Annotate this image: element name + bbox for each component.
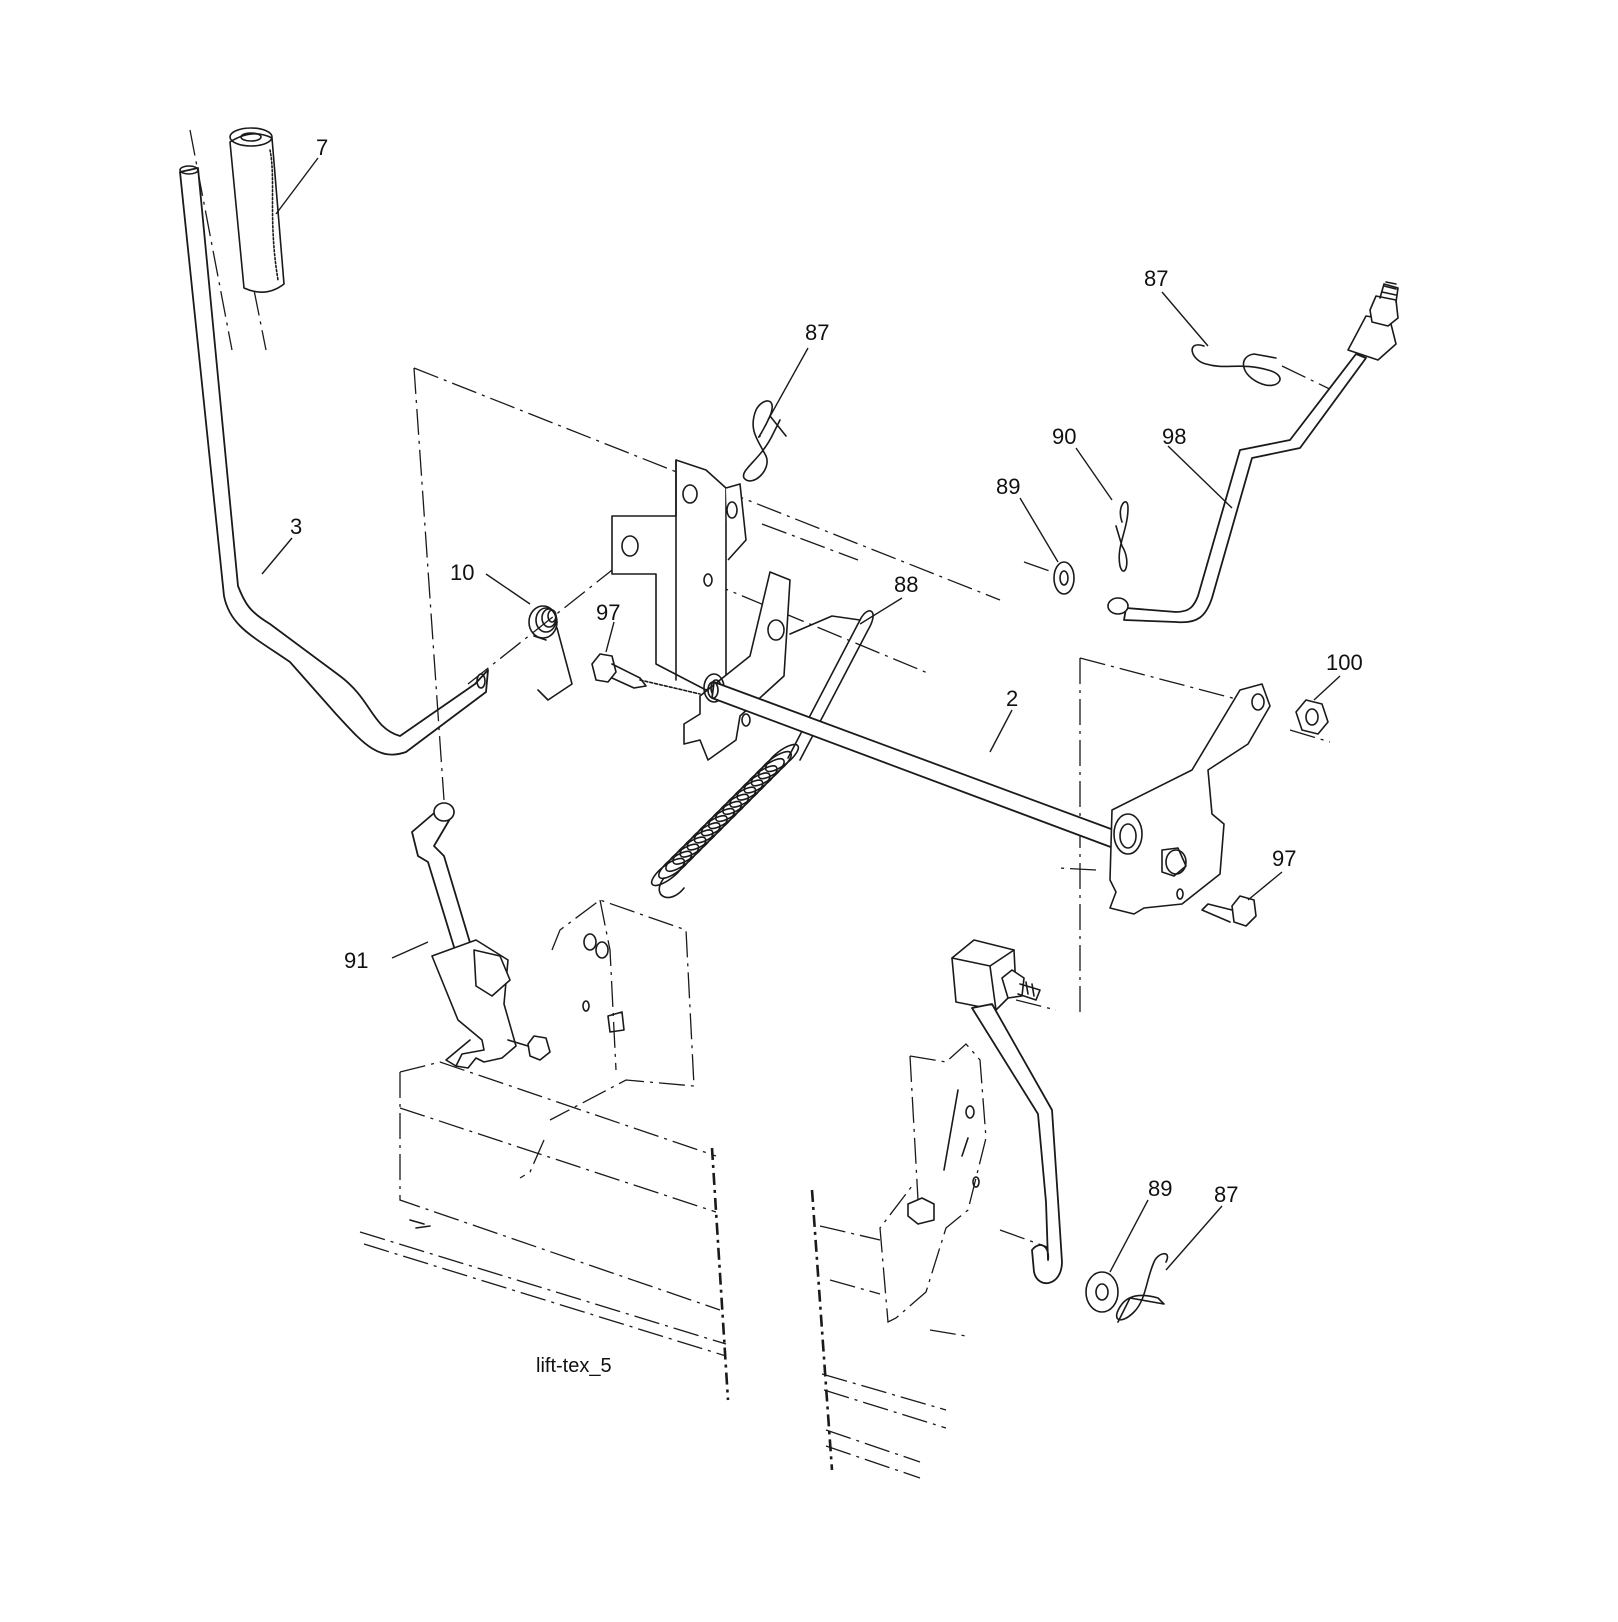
callout-91: 91 [344,948,368,973]
spring-coil [686,822,721,851]
spring-coil [700,807,736,837]
spring-coil [743,765,778,794]
callout-labels: 7 3 10 97 87 88 2 87 90 98 89 100 97 91 … [290,135,1363,1207]
hairpin-upper-right-part [1191,344,1281,387]
callout-97-right: 97 [1272,846,1296,871]
spring-coil [757,750,793,780]
callout-88: 88 [894,572,918,597]
torsion-spring-part [528,605,573,701]
diagram-caption: lift-tex_5 [536,1355,612,1377]
washer-89-lower-part [1085,1271,1119,1313]
lift-lever-part [179,165,489,756]
callout-2: 2 [1006,686,1018,711]
callout-10: 10 [450,560,474,585]
spring-coil [764,743,800,773]
callout-89-upper: 89 [996,474,1020,499]
callout-3: 3 [290,514,302,539]
hand-grip-part [189,127,285,351]
callout-97-left: 97 [596,600,620,625]
bolt-right-part [1201,895,1257,927]
spring-coil [665,843,700,873]
spring-coil [693,814,728,844]
spring-coil [729,779,764,808]
deck-hanger-left-part [431,899,695,1121]
cross-shaft-part [707,681,1131,853]
callout-7: 7 [316,135,328,160]
spring-coil [714,793,750,823]
callout-87-upper-center: 87 [805,320,829,345]
nut-100-part [1295,699,1329,735]
callout-87-lower-right: 87 [1214,1182,1238,1207]
bolt-left-part [591,653,701,695]
hairpin-90-part [1115,501,1129,572]
spring-coil [736,772,771,801]
hairpin-upper-center-part [742,400,787,482]
callout-100: 100 [1326,650,1363,675]
callout-87-upper-right: 87 [1144,266,1168,291]
spring-coil [672,836,707,865]
mower-deck-left-phantom [359,1061,730,1401]
callout-98: 98 [1162,424,1186,449]
spring-coil [657,850,693,880]
spring-coil [650,857,686,887]
extension-spring-part [650,610,874,899]
callout-leaders [261,157,1341,1273]
callout-90: 90 [1052,424,1076,449]
washer-89-upper-part [1053,561,1075,595]
lift-link-rod-part [1107,281,1399,624]
spring-coil [679,829,714,858]
spring-coil [750,757,785,787]
deck-hanger-right-part [879,1043,987,1324]
callout-89-lower: 89 [1148,1176,1172,1201]
hanger-link-left-part [411,802,475,969]
spring-coil [722,786,757,816]
mower-deck-right-phantom [810,1189,967,1479]
spring-coil [707,800,743,830]
hanger-link-right-part [951,939,1063,1285]
lift-arm-right-part [1109,683,1271,915]
hairpin-lower-right-part [1116,1252,1169,1323]
